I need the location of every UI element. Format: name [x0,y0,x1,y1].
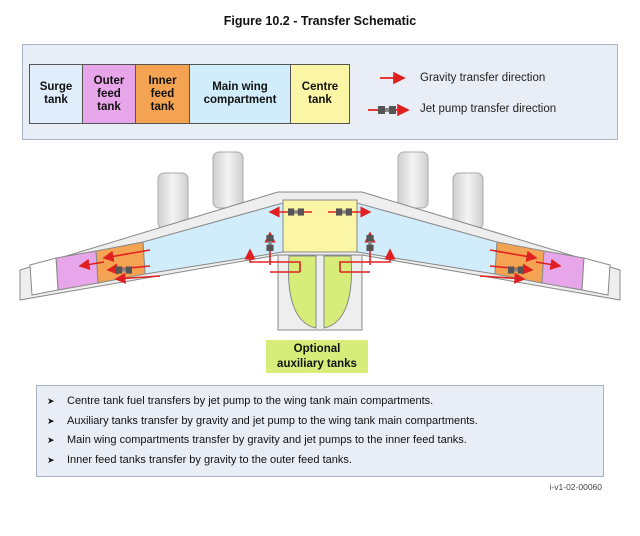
left-wing-transfer-arrows [78,249,161,284]
key-inner-feed-tank: Inner feed tank [136,65,190,123]
right-auxiliary-tank [323,255,353,329]
left-surge-tank [29,257,59,296]
note-item: ➤ Auxiliary tanks transfer by gravity and… [47,412,595,432]
key-main-wing-compartment: Main wing compartment [190,65,291,123]
tank-color-key: Surge tank Outer feed tank Inner feed ta… [29,64,350,124]
bullet-arrow-icon: ➤ [47,435,55,445]
key-outer-feed-tank-label: Outer feed tank [93,74,125,113]
key-main-wing-label: Main wing compartment [203,81,277,106]
key-surge-tank-label: Surge tank [39,81,73,106]
note-text: Main wing compartments transfer by gravi… [67,434,467,446]
figure-reference-code: i-v1-02-00060 [549,482,602,492]
jet-pump-arrow-icon [368,103,410,117]
note-text: Centre tank fuel transfers by jet pump t… [67,395,434,407]
auxiliary-transfer-arrows [244,231,396,273]
bullet-arrow-icon: ➤ [47,396,55,406]
bullet-arrow-icon: ➤ [47,415,55,426]
gravity-legend-label: Gravity transfer direction [420,72,546,84]
bullet-arrow-icon: ➤ [47,454,55,465]
engine-icon [157,151,484,230]
auxiliary-tanks-text: Optional auxiliary tanks [277,343,357,370]
key-centre-tank-label: Centre tank [301,81,339,106]
note-item: ➤ Inner feed tanks transfer by gravity to… [47,451,595,471]
auxiliary-tanks-label: Optional auxiliary tanks [266,340,368,373]
right-surge-tank [581,257,611,296]
key-surge-tank: Surge tank [30,65,83,123]
centre-jet-pump-arrows [268,206,372,218]
note-text: Auxiliary tanks transfer by gravity and … [67,414,478,427]
key-inner-feed-tank-label: Inner feed tank [148,74,177,113]
right-wing-transfer-arrows [479,249,562,284]
note-text: Inner feed tanks transfer by gravity to … [67,453,352,466]
key-outer-feed-tank: Outer feed tank [83,65,136,123]
figure-title: Figure 10.2 - Transfer Schematic [223,14,417,28]
note-item: ➤ Main wing compartments transfer by grav… [47,431,595,451]
jet-pump-legend-label: Jet pump transfer direction [420,103,557,115]
right-outer-feed-tank [541,250,585,291]
left-outer-feed-tank [55,250,99,291]
notes-panel: ➤ Centre tank fuel transfers by jet pump … [36,385,604,477]
centre-tank [282,199,358,253]
note-item: ➤ Centre tank fuel transfers by jet pump … [47,392,595,412]
key-centre-tank: Centre tank [291,65,349,123]
